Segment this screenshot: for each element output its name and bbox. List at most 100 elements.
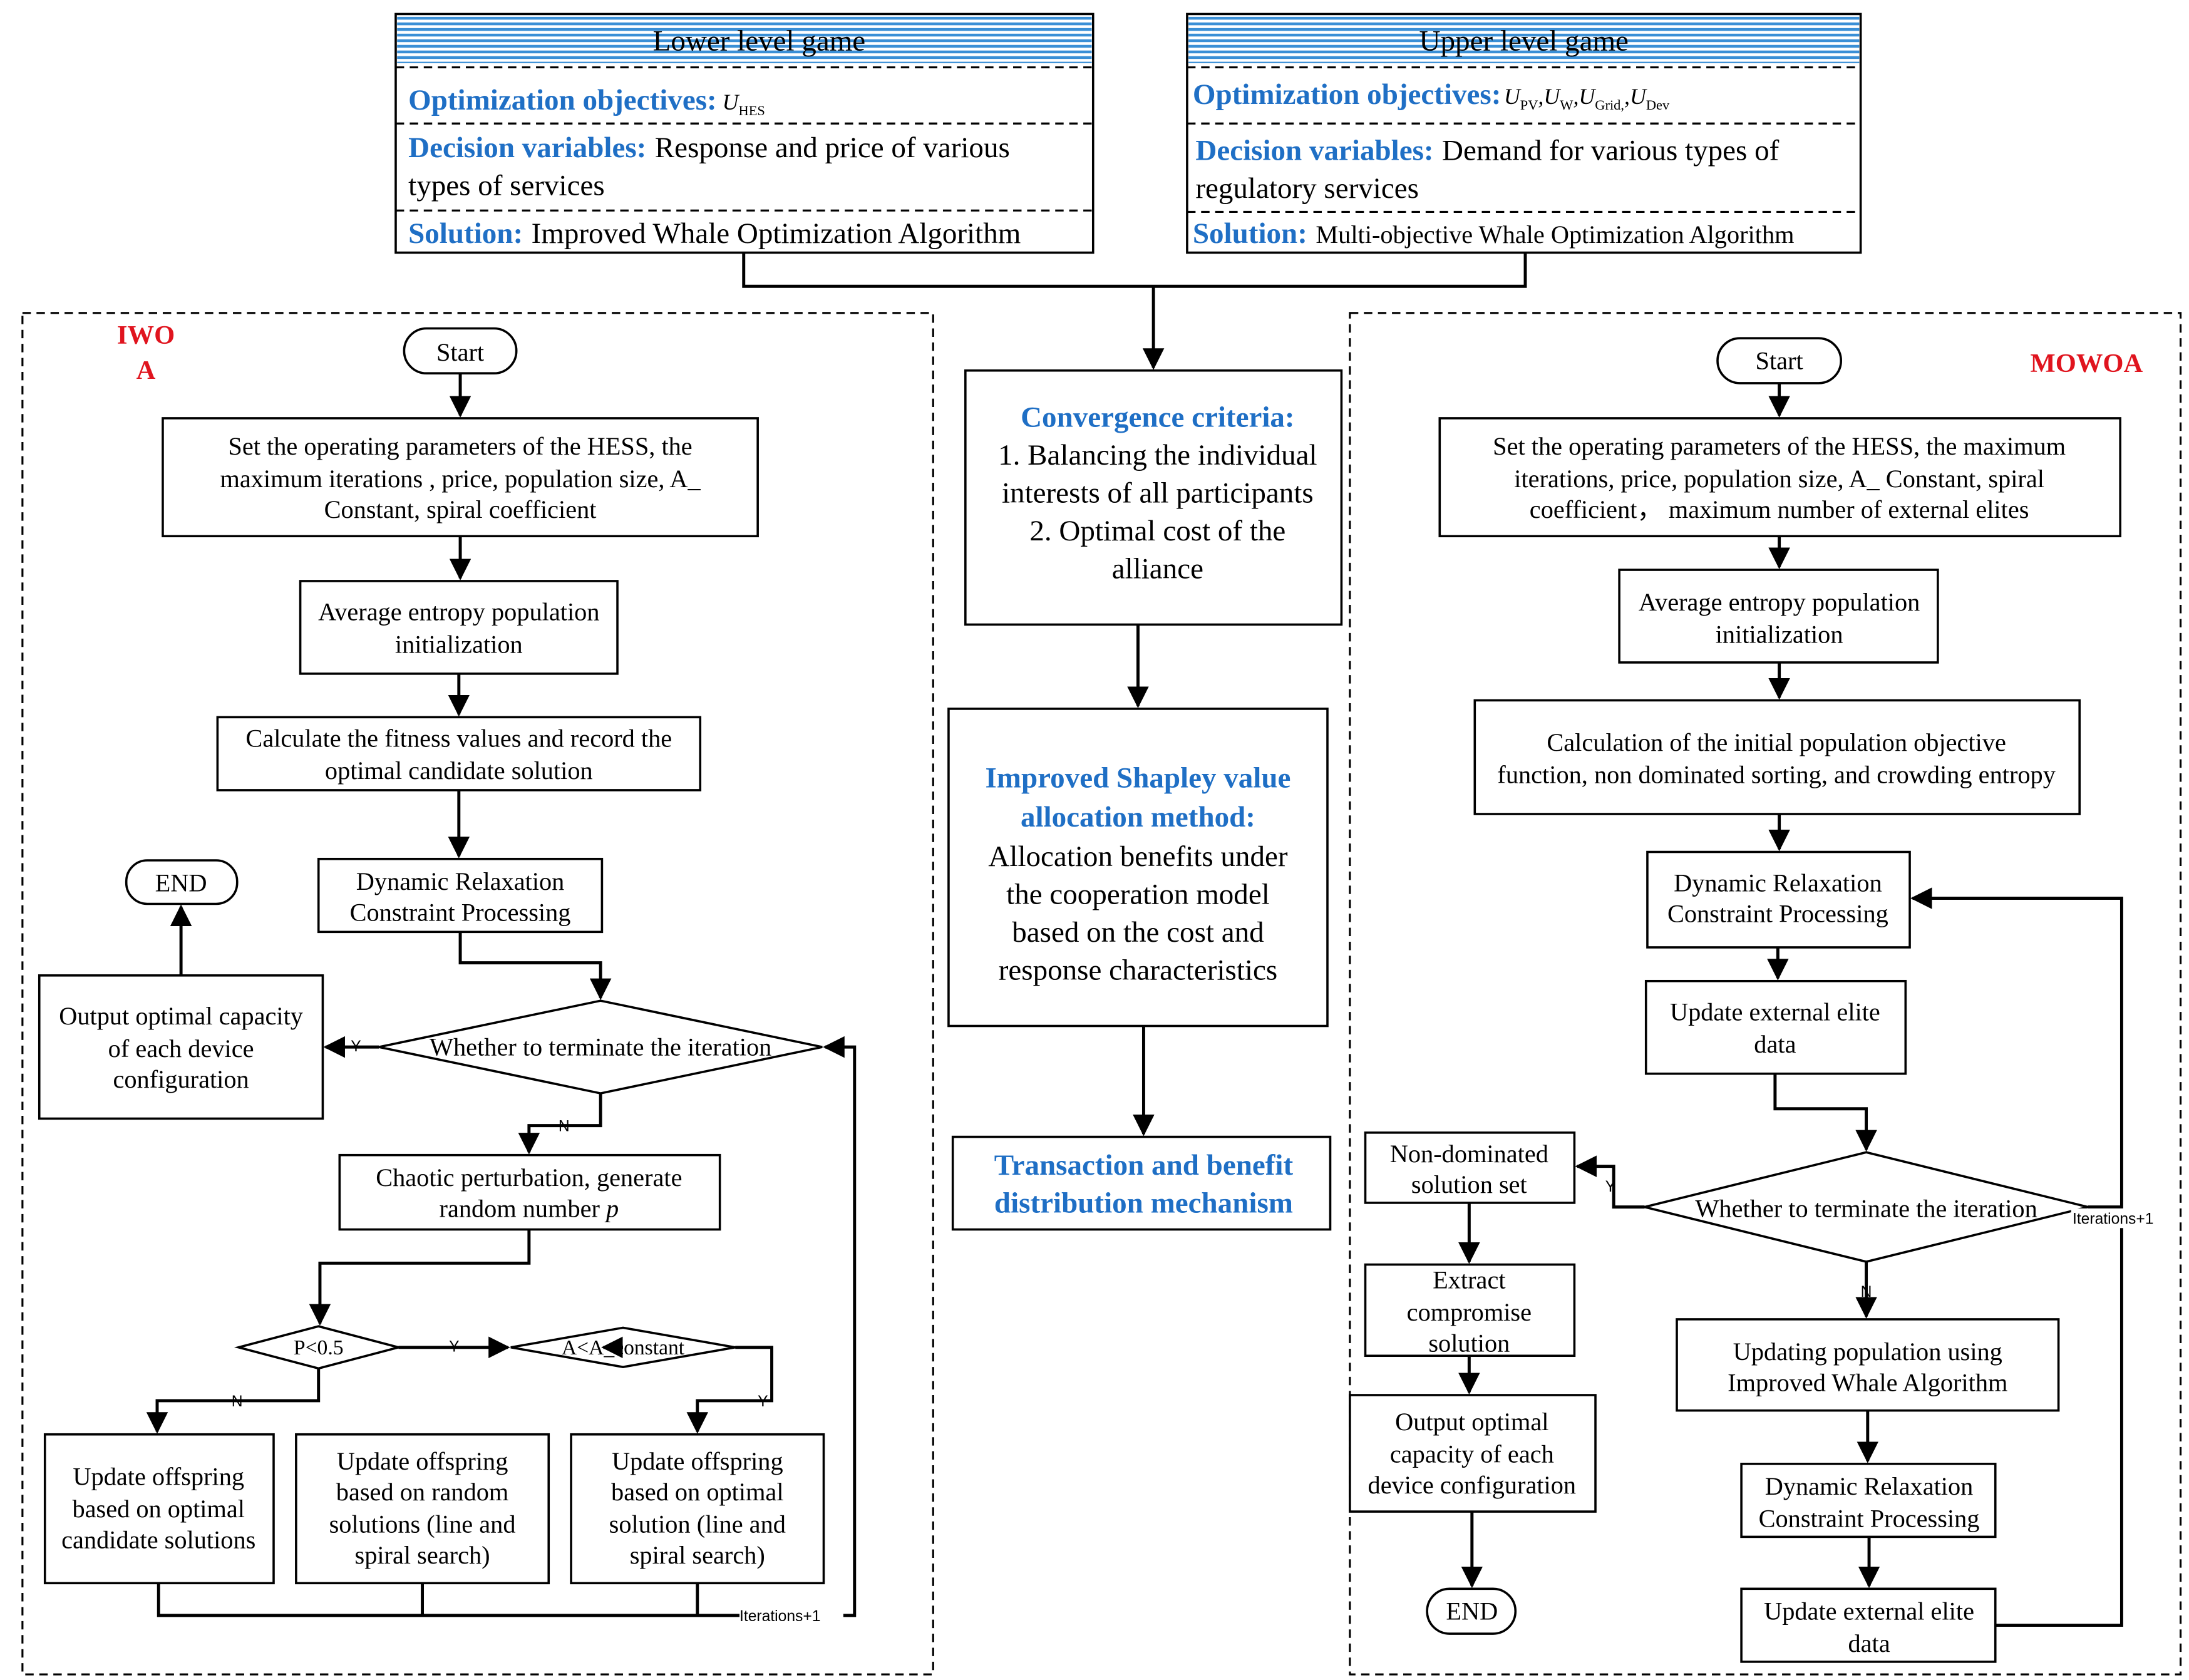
iwoa-upd-line: solution (line and xyxy=(609,1510,786,1538)
iwoa-fitness-node xyxy=(216,716,702,791)
transaction-title: distribution mechanism xyxy=(994,1187,1293,1220)
mowoa-update-elite1-node xyxy=(1644,979,1907,1075)
iwoa-upd-line: based on optimal xyxy=(72,1495,245,1523)
iwoa-set-params-line: Set the operating parameters of the HESS… xyxy=(228,432,692,460)
iwoa-chaotic-text: random number xyxy=(440,1194,607,1222)
mowoa-relax-line: Constraint Processing xyxy=(1759,1505,1980,1533)
mowoa-calc-node xyxy=(1473,699,2081,815)
iwoa-output-node xyxy=(38,974,324,1120)
upper-decision-line1: Decision variables: Demand for various ty… xyxy=(1195,135,1779,167)
mowoa-terminate-label: Whether to terminate the iteration xyxy=(1695,1194,2037,1222)
iwoa-update-optimal xyxy=(570,1433,825,1585)
iwoa-chaotic-line: Chaotic perturbation, generate xyxy=(376,1163,682,1192)
lower-solution-label: Solution: xyxy=(408,217,523,250)
iwoa-upd-line: spiral search) xyxy=(630,1541,765,1569)
iwoa-edge xyxy=(518,1093,602,1155)
mowoa-yes-label: Y xyxy=(1605,1178,1615,1195)
iwoa-title: IWO xyxy=(117,321,175,350)
iwoa-upd-line: Update offspring xyxy=(337,1447,508,1475)
lower-decision-line2: types of services xyxy=(408,170,605,202)
lower-level-game-panel: Lower level game Optimization objectives… xyxy=(394,13,1094,254)
mowoa-edge xyxy=(1575,1155,1645,1209)
upper-solution-label: Solution: xyxy=(1193,217,1307,250)
iwoa-edge xyxy=(146,1368,321,1434)
iwoa-edge xyxy=(458,932,612,1001)
shapley-title: Improved Shapley value xyxy=(986,761,1291,794)
iwoa-iter-label-bg xyxy=(739,1605,843,1626)
shapley-line: Allocation benefits under xyxy=(988,840,1287,873)
iwoa-a-condition: A<A_constant xyxy=(562,1336,685,1359)
mowoa-elite-line: Update external elite xyxy=(1764,1597,1974,1626)
mowoa-relax-line: Dynamic Relaxation xyxy=(1674,868,1882,897)
lower-objectives-label: Optimization objectives: xyxy=(408,84,717,116)
shapley-line: the cooperation model xyxy=(1006,878,1270,910)
iwoa-upd-line: based on random xyxy=(336,1478,508,1506)
iwoa-relax-line: Constraint Processing xyxy=(350,898,571,926)
convergence-line: 1. Balancing the individual xyxy=(998,439,1317,472)
iwoa-edge xyxy=(686,1346,774,1434)
iwoa-iterations-label: Iterations+1 xyxy=(739,1608,820,1625)
iwoa-panel xyxy=(21,312,934,1676)
mowoa-nondominated-node xyxy=(1364,1131,1576,1204)
mowoa-relax1-node xyxy=(1646,850,1911,949)
iwoa-output-line: Output optimal capacity xyxy=(59,1002,303,1030)
mowoa-panel xyxy=(1349,312,2182,1676)
upper-solution: Solution:Multi-objective Whale Optimizat… xyxy=(1193,217,1795,250)
mowoa-relax2-node xyxy=(1740,1463,1997,1538)
mowoa-calc-line: function, non dominated sorting, and cro… xyxy=(1497,761,2055,789)
mowoa-end-label: END xyxy=(1446,1597,1498,1626)
mowoa-extract-line: Extract xyxy=(1433,1266,1505,1294)
shapley-line: based on the cost and xyxy=(1012,916,1264,949)
mowoa-nondom-line: Non-dominated xyxy=(1390,1140,1548,1168)
shapley-title: allocation method: xyxy=(1021,801,1255,833)
mowoa-updating-population-node xyxy=(1676,1318,2060,1412)
upper-decision-line2: regulatory services xyxy=(1195,172,1419,205)
mowoa-nondom-line: solution set xyxy=(1411,1170,1527,1198)
lower-decision-value: Response and price of various xyxy=(655,131,1010,164)
mowoa-set-params-line: coefficient， maximum number of external … xyxy=(1530,495,2029,523)
iwoa-relax-line: Dynamic Relaxation xyxy=(356,867,565,895)
mowoa-extract-line: compromise xyxy=(1407,1298,1532,1326)
shapley-allocation-box xyxy=(947,708,1329,1028)
transaction-mechanism-box xyxy=(951,1135,1332,1231)
upper-game-title: Upper level game xyxy=(1419,25,1629,58)
mowoa-output-line: device configuration xyxy=(1368,1471,1577,1499)
iwoa-end-label: END xyxy=(155,868,207,897)
mowoa-updating-line: Improved Whale Algorithm xyxy=(1728,1368,2007,1396)
mowoa-title: MOWOA xyxy=(2031,349,2143,378)
mowoa-edge xyxy=(1773,1073,1877,1152)
lower-solution: Solution:Improved Whale Optimization Alg… xyxy=(408,217,1021,250)
iwoa-init-line: Average entropy population xyxy=(318,598,599,626)
shapley-line: response characteristics xyxy=(999,954,1277,987)
iwoa-fitness-line: Calculate the fitness values and record … xyxy=(245,724,672,752)
iwoa-update-optimal-candidates xyxy=(43,1433,275,1585)
mowoa-output-line: Output optimal xyxy=(1395,1408,1548,1436)
iwoa-upd-line: based on optimal xyxy=(611,1478,784,1506)
iwoa-yes-label: Y xyxy=(758,1393,768,1410)
mowoa-elite-line: data xyxy=(1754,1030,1796,1058)
upper-decision-label: Decision variables: xyxy=(1195,135,1433,167)
mowoa-updating-line: Updating population using xyxy=(1733,1337,2002,1366)
iwoa-p-condition: P<0.5 xyxy=(294,1336,344,1359)
iwoa-title: A xyxy=(136,356,156,385)
iwoa-chaotic-node xyxy=(338,1153,721,1231)
iwoa-iteration-loop xyxy=(157,1036,857,1617)
lower-decision-label: Decision variables: xyxy=(408,131,646,164)
iwoa-yes-label: Y xyxy=(351,1038,361,1055)
iwoa-fitness-line: optimal candidate solution xyxy=(325,756,593,785)
convergence-title: Convergence criteria: xyxy=(1021,401,1295,433)
mowoa-set-params-line: iterations, price, population size, A_ C… xyxy=(1514,465,2044,493)
upper-game-header-hatch xyxy=(1188,15,1860,63)
convergence-line: alliance xyxy=(1112,552,1203,585)
lower-game-objectives: Optimization objectives:UHES xyxy=(408,84,765,118)
iwoa-init-node xyxy=(299,580,619,675)
mowoa-calc-line: Calculation of the initial population ob… xyxy=(1547,728,2006,756)
iwoa-end-node xyxy=(125,859,239,905)
iwoa-chaotic-line2: random number p xyxy=(440,1194,619,1222)
upper-decision-value: Demand for various types of xyxy=(1442,135,1780,167)
mowoa-iter-label-bg xyxy=(2071,1208,2178,1229)
mowoa-end-node xyxy=(1426,1587,1517,1635)
iwoa-edge xyxy=(309,1229,531,1326)
iwoa-set-params-node xyxy=(162,417,759,538)
mowoa-set-params-node xyxy=(1438,417,2121,538)
